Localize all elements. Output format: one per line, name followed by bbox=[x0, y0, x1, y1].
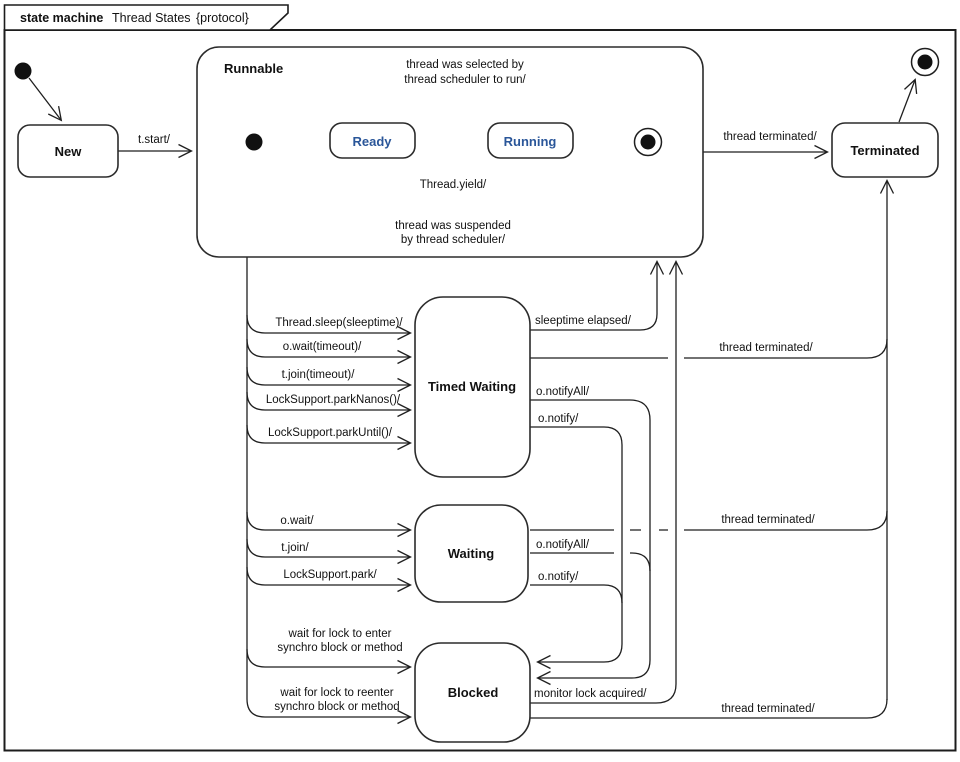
transition-wait-reenter bbox=[246, 257, 412, 725]
label-terminated-from-waiting: thread terminated/ bbox=[721, 514, 815, 526]
label-sleeptime-elapsed: sleeptime elapsed/ bbox=[535, 315, 632, 327]
transition-park-nanos bbox=[246, 391, 412, 418]
label-suspended-2: by thread scheduler/ bbox=[401, 234, 506, 246]
label-notify-from-waiting: o.notify/ bbox=[538, 571, 579, 583]
label-park-nanos: LockSupport.parkNanos()/ bbox=[266, 394, 401, 406]
state-timed-waiting-label: Timed Waiting bbox=[428, 379, 516, 394]
transition-notify-all-from-timed-waiting bbox=[530, 399, 651, 421]
transition-initial-to-new bbox=[28, 77, 63, 122]
transition-park-until bbox=[246, 424, 412, 451]
transition-notify-from-timed-waiting bbox=[530, 426, 623, 446]
state-ready-label: Ready bbox=[352, 134, 392, 149]
state-waiting bbox=[414, 504, 529, 603]
label-lock-support-park: LockSupport.park/ bbox=[283, 569, 377, 581]
state-terminated bbox=[831, 122, 939, 178]
label-selected-1: thread was selected by bbox=[406, 59, 524, 71]
transition-join-timeout bbox=[246, 366, 412, 393]
transition-sleep bbox=[246, 314, 412, 341]
label-terminated-from-timed-waiting: thread terminated/ bbox=[719, 342, 813, 354]
diagram-qualifier-label: {protocol} bbox=[196, 11, 249, 25]
diagram-title-tab bbox=[3, 4, 289, 31]
label-terminated-from-runnable: thread terminated/ bbox=[723, 131, 817, 143]
label-yield: Thread.yield/ bbox=[420, 179, 487, 191]
label-join-timeout: t.join(timeout)/ bbox=[282, 369, 356, 381]
diagram-name-label: Thread States bbox=[112, 11, 191, 25]
state-new-label: New bbox=[55, 144, 83, 159]
label-monitor-lock-acquired: monitor lock acquired/ bbox=[534, 688, 647, 700]
state-runnable bbox=[196, 46, 704, 258]
label-notify-all-from-waiting: o.notifyAll/ bbox=[536, 539, 590, 551]
final-state-runnable-dot bbox=[640, 134, 656, 150]
state-running bbox=[487, 122, 574, 159]
transition-o-wait bbox=[246, 511, 412, 538]
state-nodes: New Runnable Ready Running Terminated Ti… bbox=[14, 46, 940, 743]
label-wait-reenter-1: wait for lock to reenter bbox=[279, 687, 393, 699]
label-wait-enter-2: synchro block or method bbox=[277, 642, 402, 654]
label-selected-2: thread scheduler to run/ bbox=[404, 74, 526, 86]
label-wait-timeout: o.wait(timeout)/ bbox=[283, 341, 362, 353]
transition-wait-enter bbox=[246, 648, 412, 675]
transition-terminated-from-waiting bbox=[530, 510, 888, 531]
state-running-label: Running bbox=[504, 134, 557, 149]
label-wait-enter-1: wait for lock to enter bbox=[288, 628, 392, 640]
final-state-main-dot bbox=[917, 54, 933, 70]
initial-state-runnable bbox=[245, 133, 263, 151]
state-ready bbox=[329, 122, 416, 159]
transition-monitor-lock-acquired bbox=[530, 260, 684, 704]
transition-terminated-from-blocked bbox=[530, 698, 888, 719]
transition-t-join bbox=[246, 538, 412, 565]
state-waiting-label: Waiting bbox=[448, 546, 495, 561]
state-runnable-label: Runnable bbox=[224, 61, 283, 76]
label-notify-all-from-timed-waiting: o.notifyAll/ bbox=[536, 386, 590, 398]
label-o-wait: o.wait/ bbox=[280, 515, 314, 527]
label-sleep: Thread.sleep(sleeptime)/ bbox=[275, 317, 403, 329]
label-t-join: t.join/ bbox=[281, 542, 309, 554]
state-new bbox=[17, 124, 119, 178]
label-terminated-from-blocked: thread terminated/ bbox=[721, 703, 815, 715]
state-blocked-label: Blocked bbox=[448, 685, 499, 700]
transition-terminated-to-final bbox=[898, 78, 918, 123]
diagram-kind-label: state machine bbox=[20, 11, 103, 25]
initial-state-main bbox=[14, 62, 32, 80]
transition-lock-support-park bbox=[246, 566, 412, 593]
transition-sleeptime-elapsed bbox=[530, 260, 665, 331]
label-suspended-1: thread was suspended bbox=[395, 220, 511, 232]
label-park-until: LockSupport.parkUntil()/ bbox=[268, 427, 393, 439]
transition-labels: t.start/ thread was selected by thread s… bbox=[138, 59, 817, 715]
state-blocked bbox=[414, 642, 531, 743]
transition-notify-into-blocked bbox=[536, 445, 623, 670]
state-terminated-label: Terminated bbox=[850, 143, 919, 158]
transition-wait-timeout bbox=[246, 338, 412, 365]
label-wait-reenter-2: synchro block or method bbox=[274, 701, 399, 713]
label-t-start: t.start/ bbox=[138, 134, 171, 146]
transition-notify-all-into-blocked bbox=[536, 420, 651, 686]
label-notify-from-timed-waiting: o.notify/ bbox=[538, 413, 579, 425]
state-timed-waiting bbox=[414, 296, 531, 478]
